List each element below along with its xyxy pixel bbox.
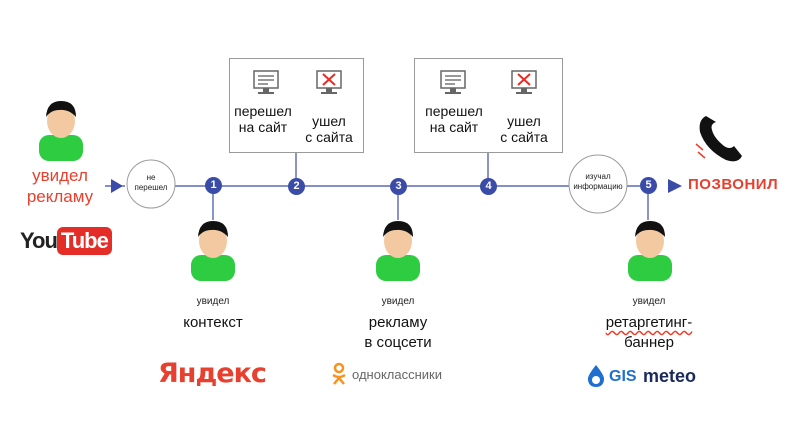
yandex-logo: Яндекс — [158, 358, 267, 389]
step-1: 1 — [205, 177, 222, 194]
person-3 — [622, 215, 678, 286]
gismeteo-gis: GIS — [609, 368, 637, 385]
step-5: 5 — [640, 177, 657, 194]
odnoklassniki-text: одноклассники — [352, 367, 442, 382]
box2-left-line2: на сайт — [429, 119, 479, 135]
phone-icon — [694, 110, 756, 171]
youtube-tube: Tube — [56, 227, 112, 255]
box1-right-line1: ушел — [312, 113, 346, 129]
box1-left-line1: перешел — [234, 103, 292, 119]
step-3: 3 — [390, 178, 407, 195]
circle-not-moved-line1: не — [146, 173, 156, 182]
person-3-big-1: ретаргетинг- — [605, 314, 693, 331]
start-label-line1: увидел — [32, 166, 88, 185]
box2-right-line1: ушел — [507, 113, 541, 129]
circle-not-moved: не перешел — [127, 173, 175, 193]
circle-not-moved-line2: перешел — [134, 183, 168, 192]
gismeteo-meteo: meteo — [643, 366, 697, 386]
person-2-small: увидел — [381, 296, 415, 307]
monitor-icons-1 — [253, 70, 342, 94]
person-2-big-2: в соцсети — [364, 334, 432, 351]
start-label: увидел рекламу — [10, 165, 110, 207]
monitor-icons-2 — [440, 70, 537, 94]
end-label: ПОЗВОНИЛ — [688, 176, 779, 193]
person-3-small: увидел — [632, 296, 666, 307]
start-arrow — [111, 179, 123, 193]
person-3-big-2: баннер — [624, 334, 674, 351]
gismeteo-logo: GIS meteo — [585, 364, 715, 390]
step-4: 4 — [480, 178, 497, 195]
box2-right-line2: с сайта — [500, 129, 548, 145]
start-label-line2: рекламу — [26, 187, 94, 206]
person-1-small: увидел — [196, 296, 230, 307]
gismeteo-drop-icon — [587, 365, 605, 387]
circle-studied-line1: изучал — [585, 172, 611, 181]
box2-right-label: ушел с сайта — [489, 113, 559, 145]
box1-right-label: ушел с сайта — [296, 113, 362, 145]
box2-left-line1: перешел — [425, 103, 483, 119]
person-2-big-1: рекламу — [368, 314, 428, 331]
person-2 — [370, 215, 426, 286]
person-1 — [185, 215, 241, 286]
site-visit-box-2: перешел на сайт ушел с сайта — [414, 58, 563, 153]
person-1-big: контекст — [183, 314, 243, 331]
step-2: 2 — [288, 178, 305, 195]
site-visit-box-1: перешел на сайт ушел с сайта — [229, 58, 364, 153]
youtube-you: You — [20, 228, 58, 253]
end-arrow — [668, 179, 682, 193]
box1-right-line2: с сайта — [305, 129, 353, 145]
box1-left-line2: на сайт — [238, 119, 288, 135]
circle-studied-line2: информацию — [573, 182, 623, 191]
circle-studied: изучал информацию — [567, 172, 629, 192]
odnoklassniki-logo: одноклассники — [330, 362, 475, 388]
box2-left-label: перешел на сайт — [419, 103, 489, 135]
ok-icon — [332, 362, 346, 385]
box1-left-label: перешел на сайт — [230, 103, 296, 135]
person-start — [33, 95, 89, 166]
